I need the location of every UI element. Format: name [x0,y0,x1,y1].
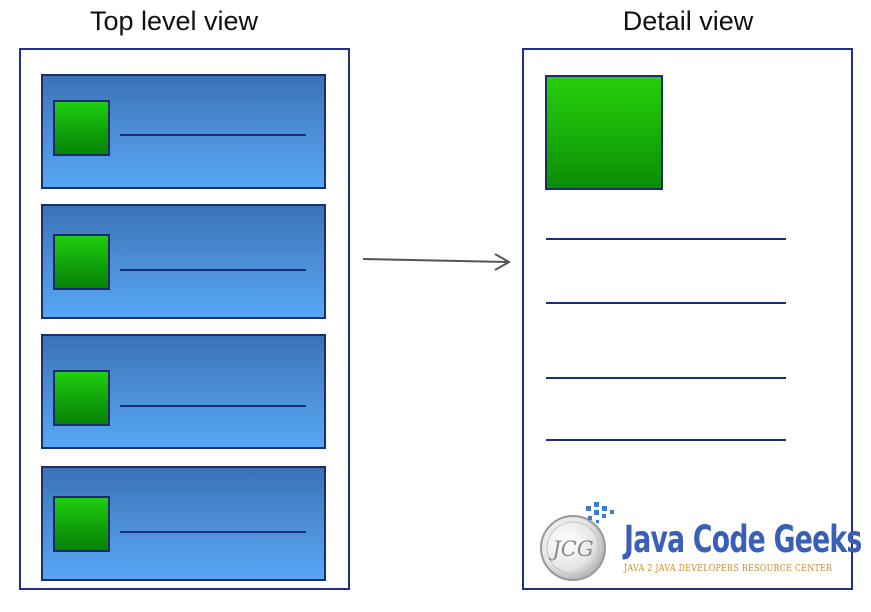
item-thumbnail [53,496,110,552]
jcg-monogram-text: JCG [548,537,593,561]
item-text-line [120,531,306,533]
list-item[interactable] [41,204,326,319]
detail-text-line [546,439,786,441]
list-item[interactable] [41,334,326,449]
navigation-arrow [362,253,512,271]
detail-text-line [546,377,786,379]
item-thumbnail [53,370,110,426]
detail-view-title: Detail view [622,6,754,36]
list-item[interactable] [41,74,326,189]
item-thumbnail [53,234,110,290]
jcg-monogram-icon: JCG [540,502,614,581]
detail-view-panel: JCG Java Code Geeks Java 2 Java Develope… [522,48,862,590]
java-code-geeks-logo: JCG Java Code Geeks Java 2 Java Develope… [528,498,862,586]
logo-title: Java Code Geeks [624,518,862,561]
detail-text-line [546,238,786,240]
arrow-shaft [362,258,508,263]
detail-text-line [546,302,786,304]
item-text-line [120,269,306,271]
detail-thumbnail [545,75,663,190]
item-thumbnail [53,100,110,156]
list-item[interactable] [41,466,326,581]
top-level-view-panel [19,48,350,590]
item-text-line [120,134,306,136]
logo-tagline: Java 2 Java Developers Resource Center [624,564,833,574]
item-text-line [120,405,306,407]
arrow-head [494,253,512,271]
top-level-view-title: Top level view [89,6,259,36]
